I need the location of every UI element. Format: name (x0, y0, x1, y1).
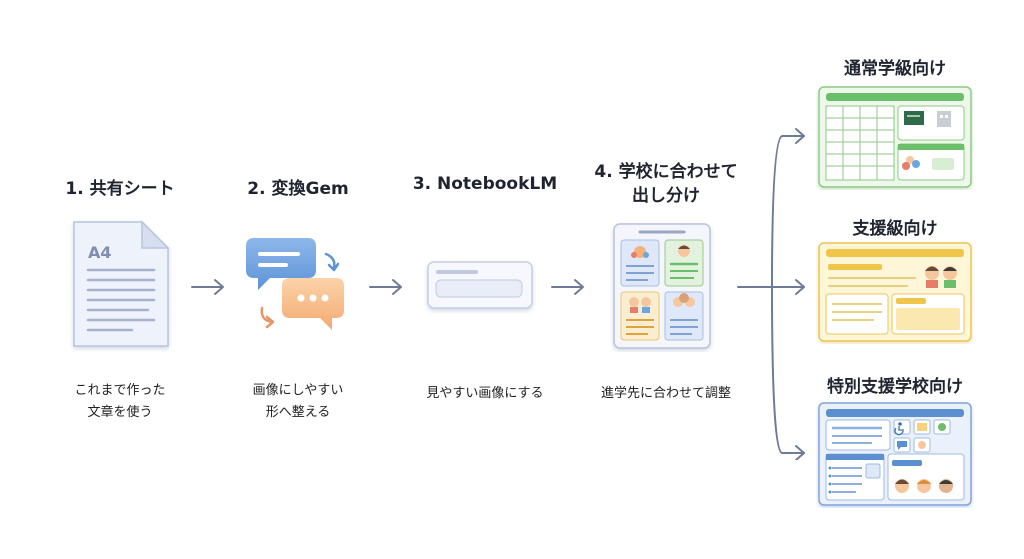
step-3-caption-line-1: 見やすい画像にする (426, 386, 544, 401)
step-1-caption: これまで作った 文章を使う (40, 380, 200, 424)
step-4-caption-line-1: 進学先に合わせて調整 (600, 386, 731, 401)
step-2-caption: 画像にしやすい 形へ整える (218, 380, 378, 424)
step-3-caption: 見やすい画像にする (400, 383, 570, 405)
school-tablet-icon (610, 220, 714, 352)
output-support-class-card (816, 240, 974, 344)
chat-convert-icon (240, 232, 352, 336)
step-4-title-line-1: 4. 学校に合わせて (594, 162, 738, 182)
notebook-panel-icon (424, 258, 536, 314)
step-4-title: 4. 学校に合わせて 出し分け (578, 160, 754, 208)
step-2-title: 2. 変換Gem (247, 179, 349, 199)
step-3-title: 3. NotebookLM (412, 174, 558, 194)
arrow-right-icon (191, 279, 224, 295)
step-2-caption-line-1: 画像にしやすい (252, 383, 344, 398)
output-special-school-title: 特別支援学校向け (827, 377, 963, 397)
step-1-caption-line-2: 文章を使う (87, 405, 153, 420)
output-regular-card (816, 84, 974, 190)
branch-connector (737, 128, 805, 460)
step-2-caption-line-2: 形へ整える (265, 405, 331, 420)
step-4-title-line-2: 出し分け (632, 186, 700, 206)
output-regular-title: 通常学級向け (844, 59, 946, 79)
document-icon: A4 (68, 218, 172, 352)
doc-label: A4 (88, 243, 112, 262)
arrow-right-icon (369, 279, 402, 295)
output-support-class-title: 支援級向け (852, 219, 938, 239)
step-1-title: 1. 共有シート (65, 179, 175, 199)
step-4-caption: 進学先に合わせて調整 (576, 383, 756, 405)
output-special-school-card (816, 400, 974, 508)
arrow-right-icon (551, 279, 584, 295)
step-1-caption-line-1: これまで作った (74, 383, 166, 398)
